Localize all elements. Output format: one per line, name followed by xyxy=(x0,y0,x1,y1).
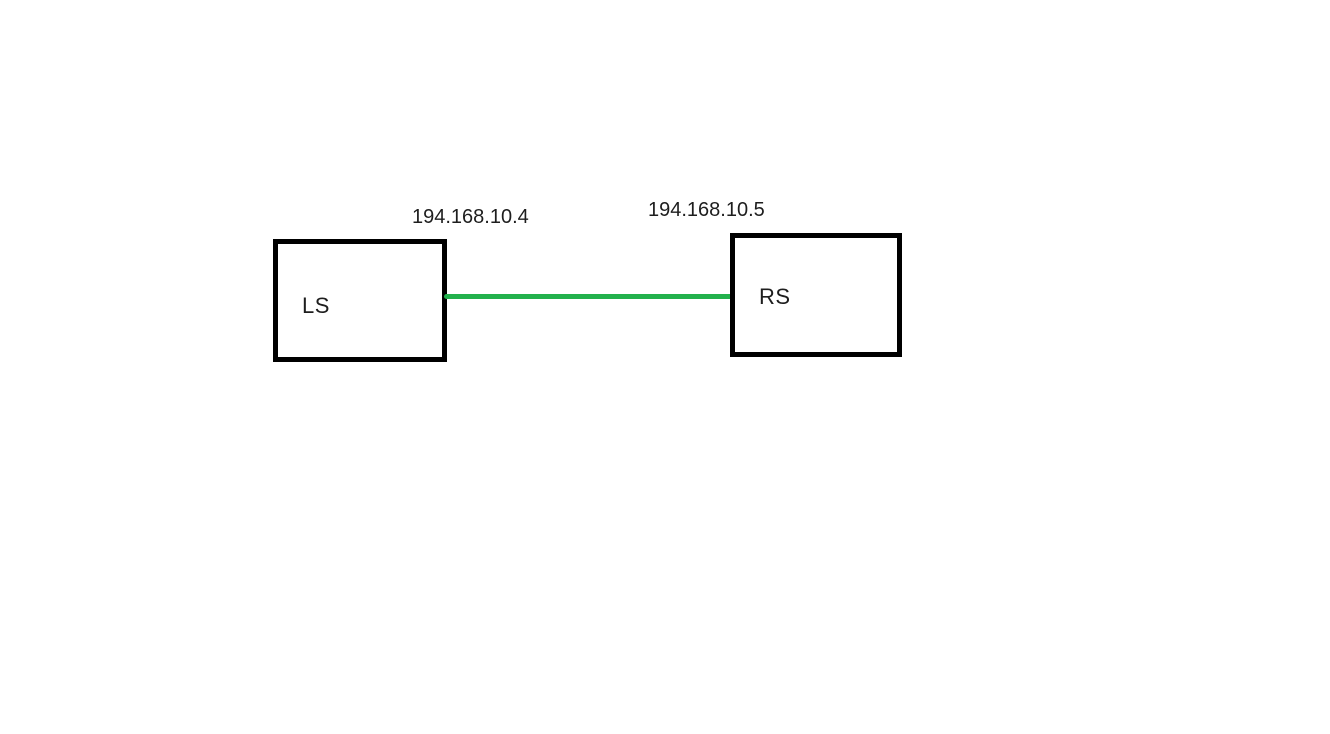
node-box-ls: LS xyxy=(273,239,447,362)
node-label-rs: RS xyxy=(759,284,791,309)
node-label-ls: LS xyxy=(302,292,330,318)
ip-address-rs: 194.168.10.5 xyxy=(648,199,765,221)
link-line xyxy=(444,294,734,299)
ip-address-ls: 194.168.10.4 xyxy=(412,206,529,228)
node-box-rs: RS xyxy=(730,233,902,357)
